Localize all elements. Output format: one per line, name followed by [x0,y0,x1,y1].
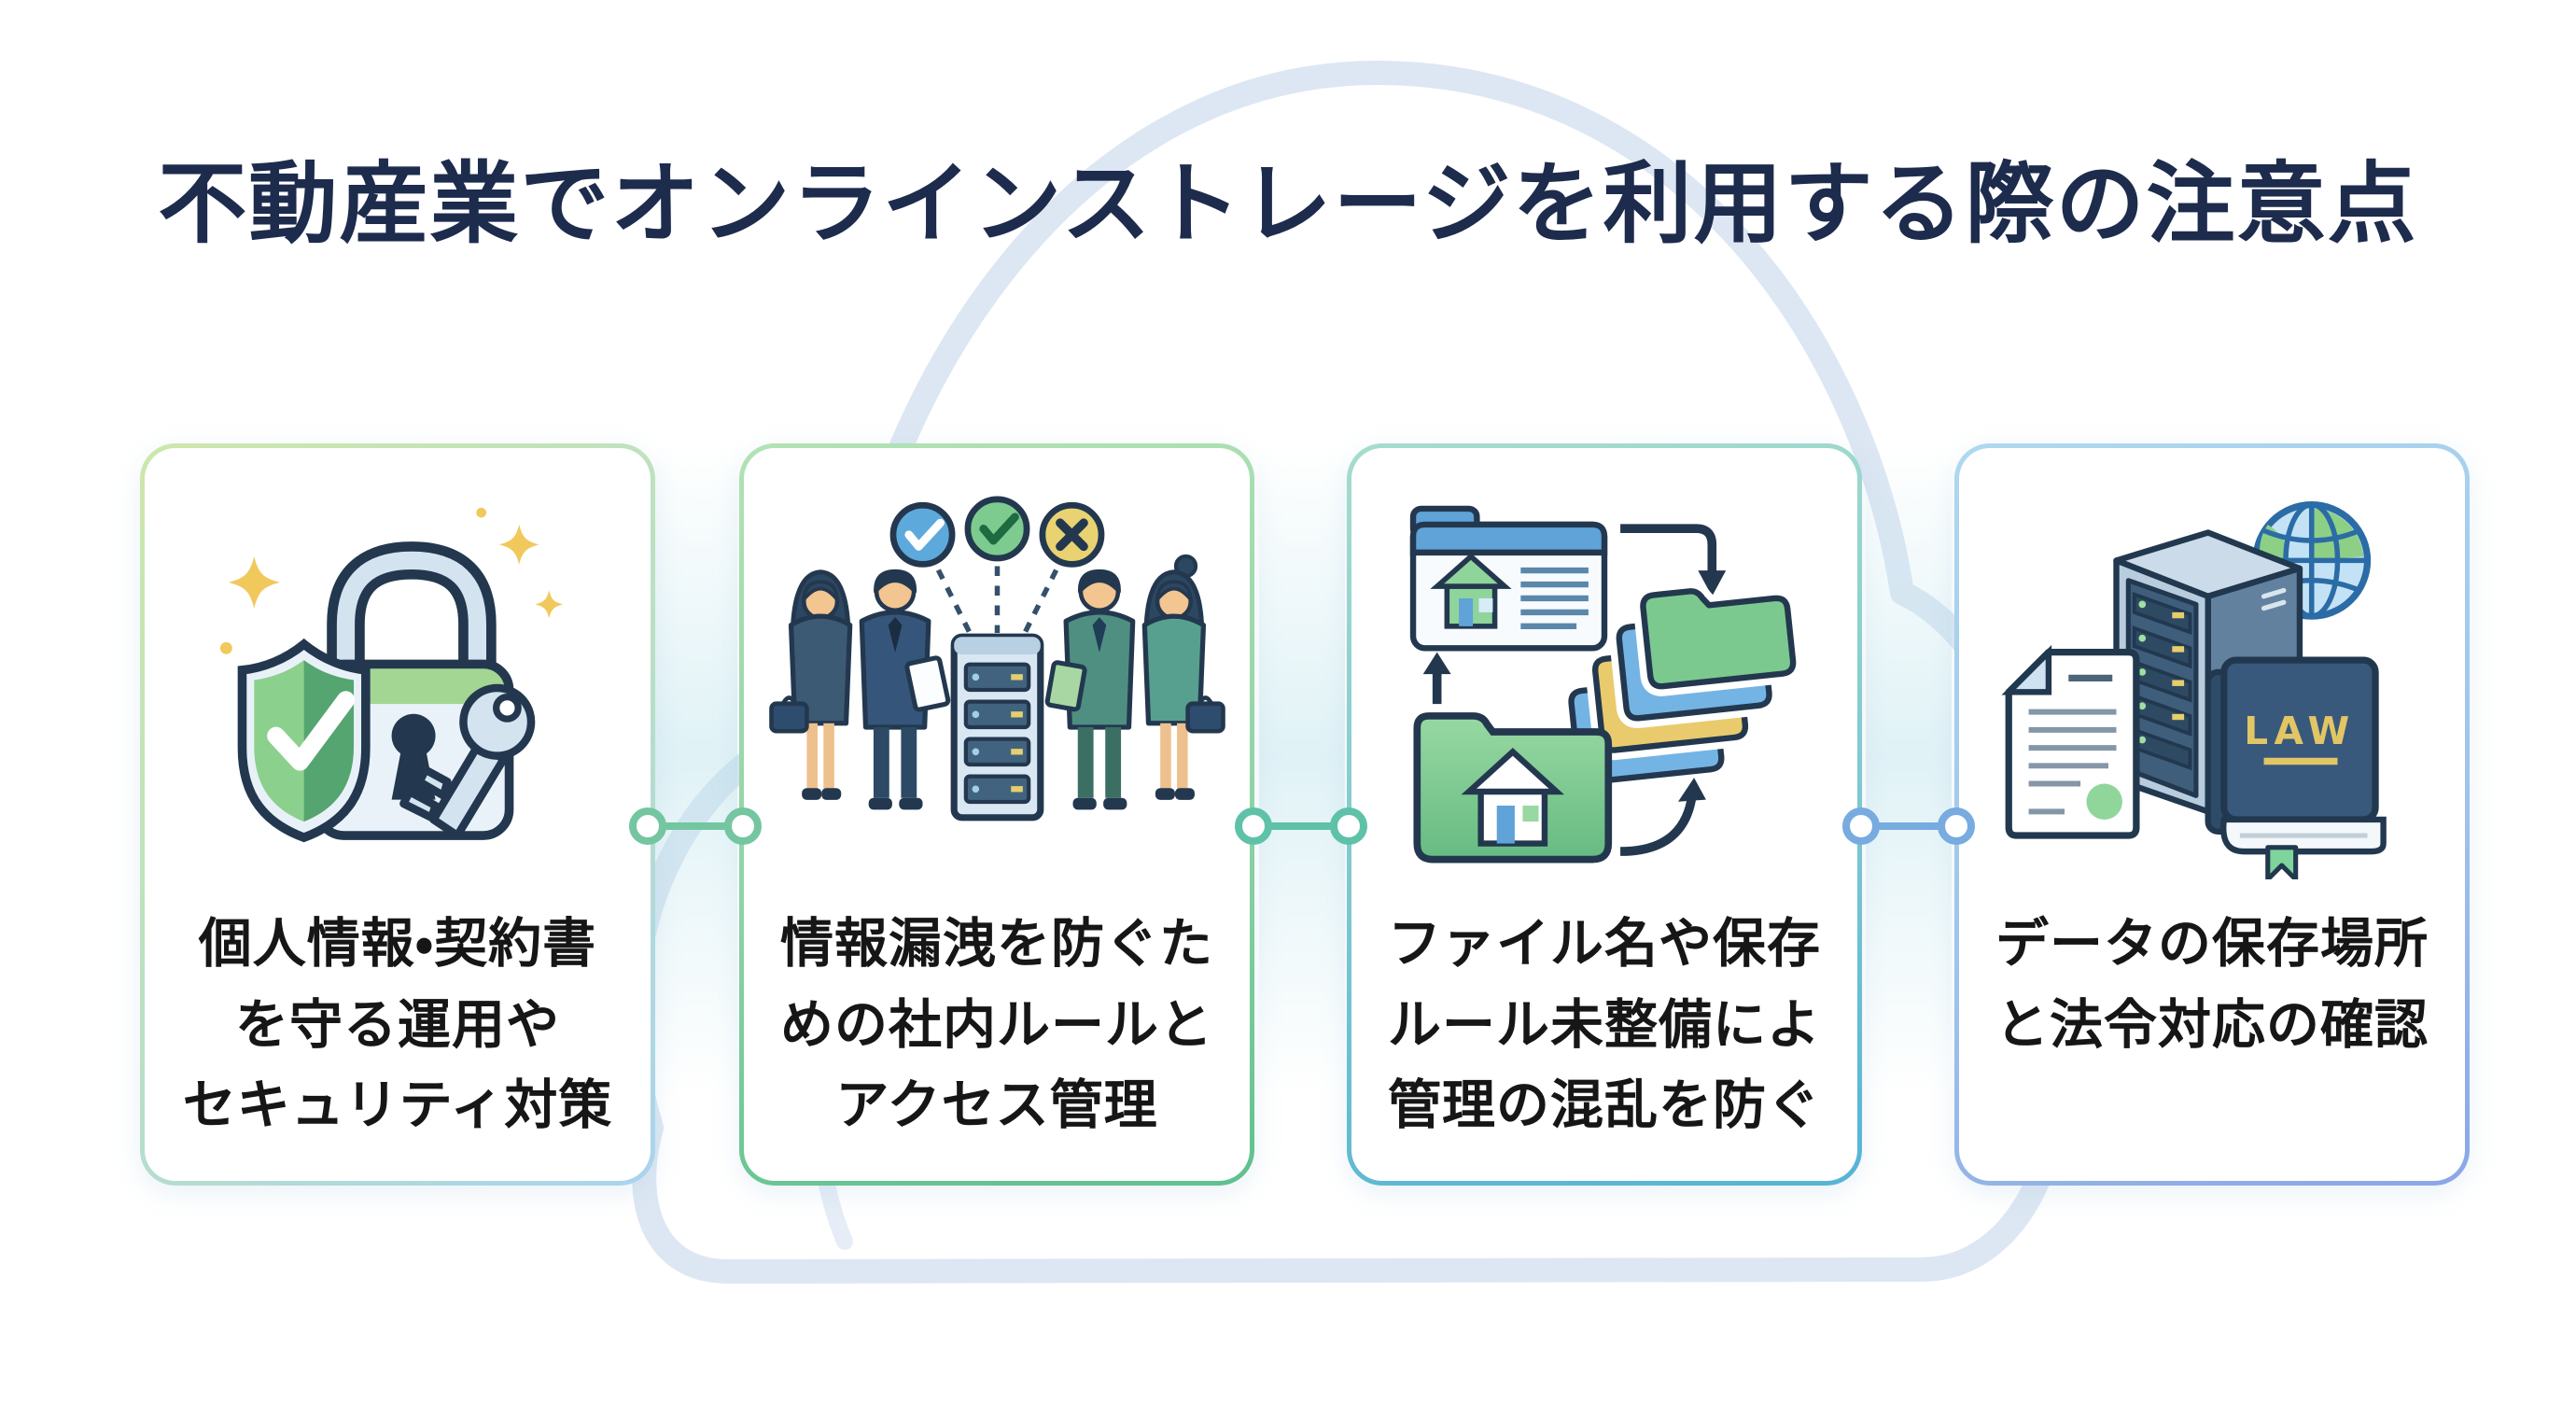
law-book-icon: LAW [2205,656,2387,879]
gap-glow [1259,443,1345,1186]
sparkles-icon [219,507,564,654]
card-label: データの保存場所 と法令対応の確認 [1995,913,2429,1056]
lock-shield-key-icon [145,469,651,891]
gap-glow [655,443,737,1186]
folders-sync-icon [1351,469,1857,891]
server-law-globe-icon: LAW [1959,469,2465,891]
law-book-label: LAW [2244,708,2355,752]
card-label: 個人情報・契約書 を守る運用や セキュリティ対策 [182,913,613,1137]
gap-glow [1866,443,1952,1186]
team-server-icon [744,469,1250,891]
page-title: 不動産業でオンラインストレージを利用する際の注意点 [158,153,2418,256]
document-icon [2001,644,2140,839]
link-connector-icon [1235,807,1367,845]
link-connector-icon [1842,807,1975,845]
card-legal-compliance: LAW データの保存場所 と法令対応の確認 [1954,443,2470,1186]
card-label: ファイル名や保存 ルール未整備によ 管理の混乱を防ぐ [1388,913,1821,1137]
card-internal-rules: 情報漏洩を防ぐた めの社内ルールと アクセス管理 [739,443,1254,1186]
link-connector-icon [629,807,762,845]
card-label: 情報漏洩を防ぐた めの社内ルールと アクセス管理 [780,913,1213,1137]
card-security-measures: 個人情報・契約書 を守る運用や セキュリティ対策 [140,443,655,1186]
card-file-naming: ファイル名や保存 ルール未整備によ 管理の混乱を防ぐ [1347,443,1862,1186]
